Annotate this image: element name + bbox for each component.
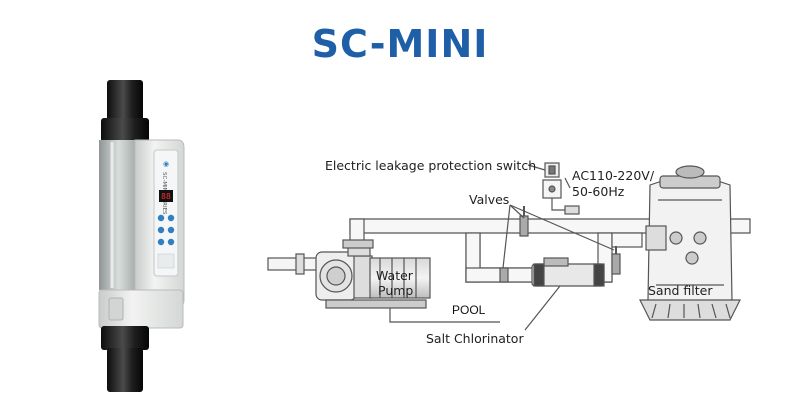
leader-line-valve xyxy=(509,204,615,251)
label-valves: Valves xyxy=(469,192,509,207)
salt-chlorinator-device: ◉ SC-MINI SERIES 88 xyxy=(98,80,185,392)
valve xyxy=(611,246,621,275)
device-button[interactable] xyxy=(167,238,175,246)
leader-line-switch xyxy=(527,164,546,171)
page-title: SC-MINI xyxy=(311,22,489,66)
device-buttons xyxy=(157,214,175,246)
device-button[interactable] xyxy=(167,226,175,234)
device-top-union xyxy=(101,118,149,142)
salt-chlorinator-unit xyxy=(531,257,605,287)
label-pool: POOL xyxy=(452,303,486,317)
label-voltage-line2: 50-60Hz xyxy=(572,184,625,199)
leader-line-valve xyxy=(502,204,511,269)
device-bottom-cap xyxy=(107,348,143,392)
label-pump-line2: Pump xyxy=(378,283,413,298)
pool-line xyxy=(389,308,500,323)
leader-line-chlorinator xyxy=(524,285,561,331)
device-bottom-union xyxy=(101,326,149,350)
label-leakage-switch: Electric leakage protection switch xyxy=(325,158,536,173)
device-logo-icon: ◉ xyxy=(163,160,169,168)
inlet-pipe xyxy=(267,257,319,271)
label-sand-filter: Sand filter xyxy=(648,283,713,298)
label-pump-line1: Water xyxy=(376,268,414,283)
device-display xyxy=(159,190,173,202)
label-salt-chlorinator: Salt Chlorinator xyxy=(426,331,524,346)
sand-filter xyxy=(639,165,741,321)
device-button[interactable] xyxy=(157,238,165,246)
water-pump xyxy=(315,239,431,309)
device-display-value: 88 xyxy=(161,192,171,201)
device-top-cap xyxy=(107,80,143,122)
leakage-switch xyxy=(542,162,580,215)
device-button[interactable] xyxy=(157,226,165,234)
leader-line-valve xyxy=(509,204,525,219)
device-button[interactable] xyxy=(167,214,175,222)
leader-line-voltage xyxy=(564,177,571,189)
installation-diagram xyxy=(267,162,751,331)
valve xyxy=(499,267,509,283)
device-label-plate xyxy=(157,253,175,269)
device-button[interactable] xyxy=(157,214,165,222)
label-voltage-line1: AC110-220V/ xyxy=(572,168,655,183)
